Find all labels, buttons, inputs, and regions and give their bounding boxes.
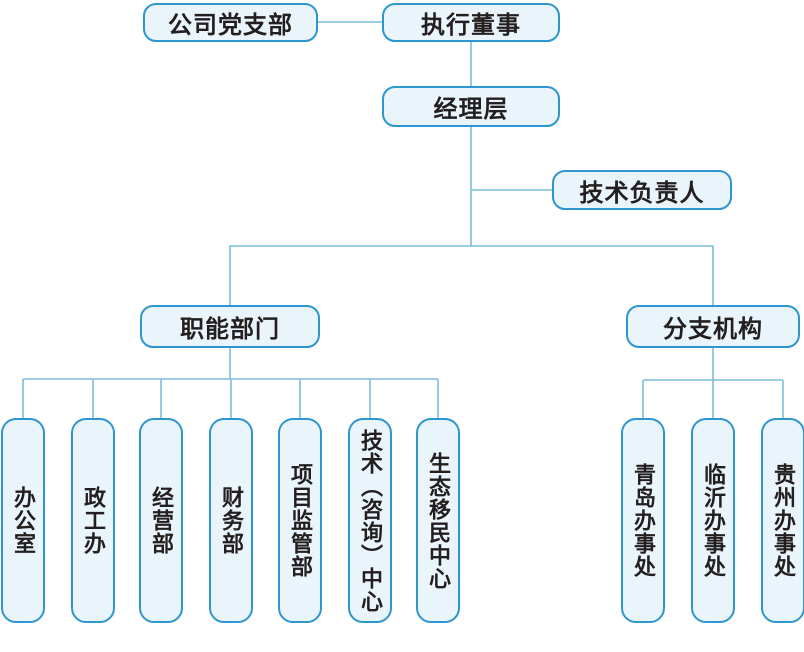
node-branch-guizhou: 贵州办事处 [761, 418, 804, 623]
node-functional-departments: 职能部门 [140, 305, 320, 348]
node-technical-director: 技术负责人 [552, 170, 732, 210]
node-department-operations: 经营部 [139, 418, 183, 623]
node-department-office: 办公室 [1, 418, 45, 623]
node-department-ecological-migration-center: 生态移民中心 [416, 418, 460, 623]
node-management: 经理层 [382, 86, 560, 127]
node-branch-offices: 分支机构 [626, 305, 800, 348]
node-department-project-supervision: 项目监管部 [278, 418, 322, 623]
node-branch-linyi: 临沂办事处 [691, 418, 735, 623]
node-branch-qingdao: 青岛办事处 [621, 418, 665, 623]
node-department-finance: 财务部 [209, 418, 253, 623]
node-department-technology-consulting-center: 技术（咨询）中心 [348, 418, 392, 623]
node-department-political-work: 政工办 [71, 418, 115, 623]
node-executive-director: 执行董事 [382, 3, 560, 42]
node-party-branch: 公司党支部 [143, 3, 318, 42]
